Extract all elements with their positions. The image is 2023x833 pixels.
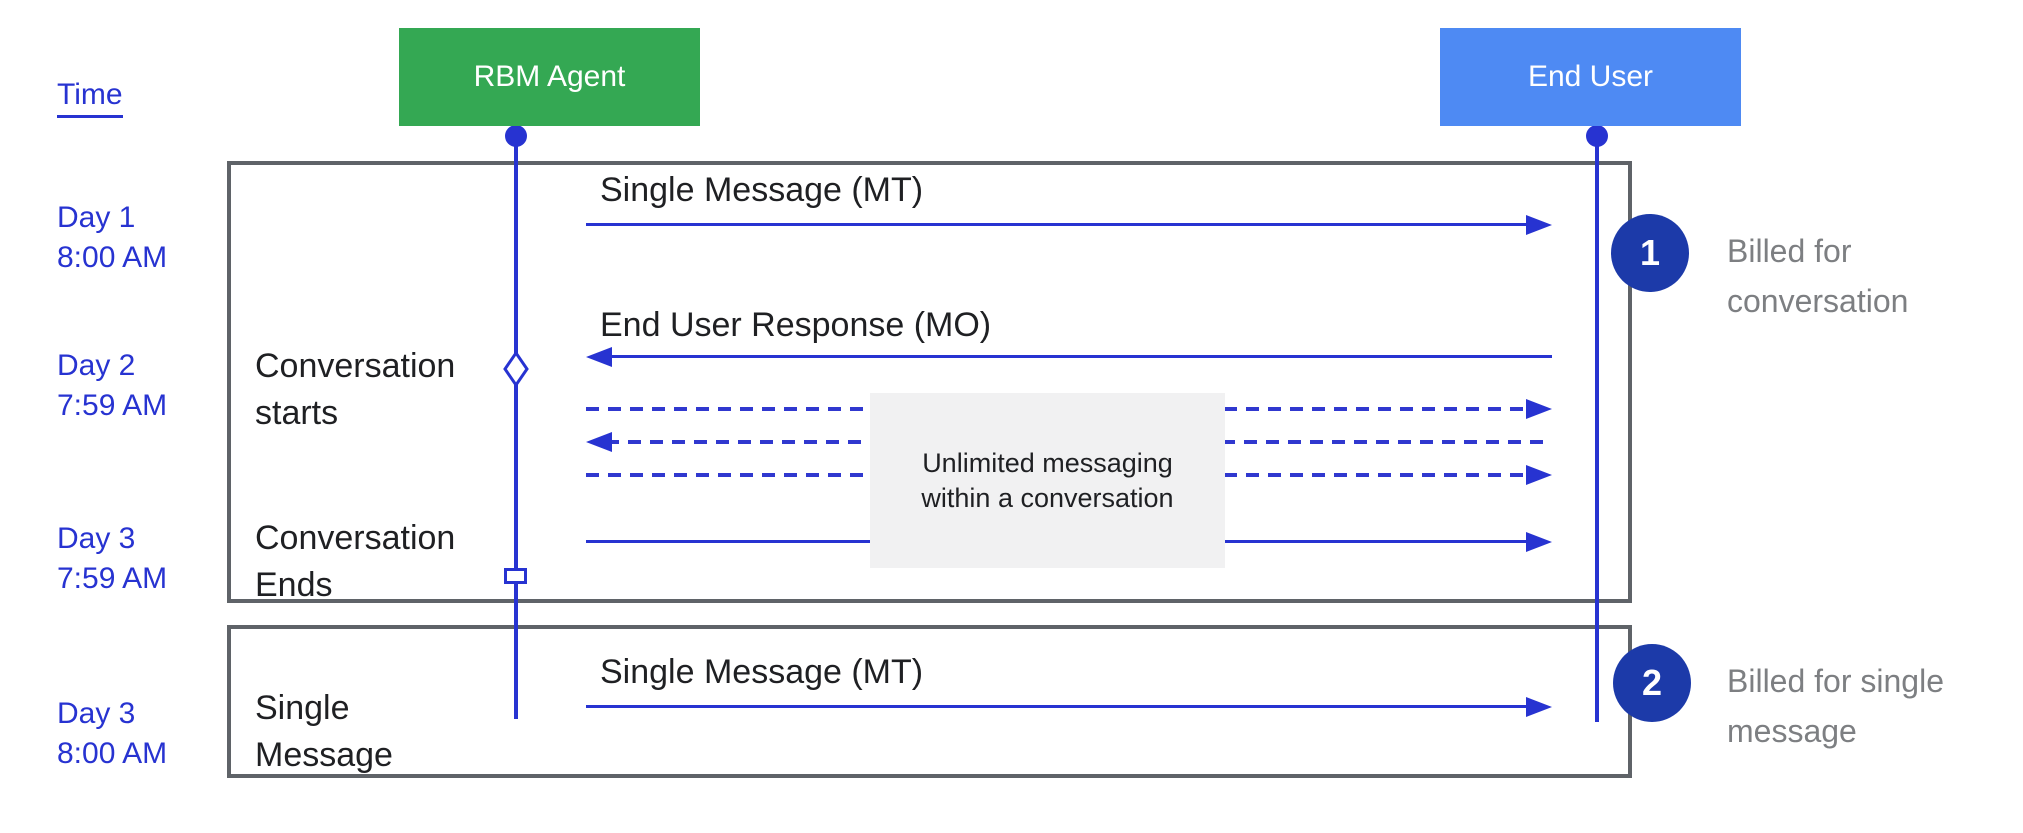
phase-label-line: Conversation bbox=[255, 519, 456, 557]
time-marker-day2: Day 2 7:59 AM bbox=[57, 346, 167, 426]
conversation-ends-label: Conversation Ends bbox=[255, 515, 455, 609]
arrow-head-right-icon bbox=[1526, 532, 1552, 552]
time-marker-time: 7:59 AM bbox=[57, 562, 168, 595]
time-marker-time: 8:00 AM bbox=[57, 737, 168, 770]
end-user-lifeline-dot bbox=[1586, 125, 1608, 147]
time-axis-label: Time bbox=[57, 78, 123, 118]
annotation-line: Billed for bbox=[1727, 233, 1852, 269]
end-user-label: End User bbox=[1527, 60, 1654, 93]
time-marker-time: 8:00 AM bbox=[57, 241, 168, 274]
arrow-shaft bbox=[606, 355, 1552, 358]
arrow-shaft bbox=[586, 705, 1532, 708]
agent-lifeline bbox=[514, 126, 518, 719]
message-arrow-single-mt bbox=[586, 697, 1552, 717]
time-marker-day1: Day 1 8:00 AM bbox=[57, 198, 167, 278]
end-user-actor-box: End User bbox=[1440, 28, 1741, 126]
billed-for-conversation-text: Billed for conversation bbox=[1727, 226, 1908, 326]
annotation-line: message bbox=[1727, 713, 1857, 749]
phase-label-line: Ends bbox=[255, 566, 333, 604]
phase-label-line: starts bbox=[255, 394, 339, 432]
arrow-shaft bbox=[586, 223, 1532, 226]
phase-label-line: Conversation bbox=[255, 347, 456, 385]
arrow-head-right-icon bbox=[1526, 697, 1552, 717]
billed-for-single-message-text: Billed for single message bbox=[1727, 656, 1944, 756]
message-arrow-mt-right bbox=[586, 215, 1552, 235]
agent-lifeline-dot bbox=[505, 125, 527, 147]
phase-label-line: Single bbox=[255, 689, 350, 727]
billing-step-1-badge: 1 bbox=[1611, 214, 1689, 292]
end-user-lifeline bbox=[1595, 125, 1599, 722]
conversation-end-square-icon bbox=[504, 568, 527, 584]
unlimited-messaging-note: Unlimited messaging within a conversatio… bbox=[870, 393, 1225, 568]
annotation-line: Billed for single bbox=[1727, 663, 1944, 699]
arrow-head-left-icon bbox=[586, 432, 612, 452]
conversation-starts-label: Conversation starts bbox=[255, 343, 455, 437]
single-message-mt-label: Single Message (MT) bbox=[600, 171, 924, 209]
time-marker-day: Day 2 bbox=[57, 349, 136, 382]
annotation-line: conversation bbox=[1727, 283, 1909, 319]
time-marker-day: Day 3 bbox=[57, 522, 136, 555]
conversation-billing-frame bbox=[227, 161, 1632, 603]
time-marker-day: Day 3 bbox=[57, 697, 136, 730]
arrow-head-left-icon bbox=[586, 347, 612, 367]
rbm-agent-label: RBM Agent bbox=[473, 60, 626, 93]
arrow-head-right-icon bbox=[1526, 465, 1552, 485]
note-line: within a conversation bbox=[921, 482, 1174, 513]
time-marker-day3-end: Day 3 7:59 AM bbox=[57, 519, 167, 599]
conversation-start-diamond-icon bbox=[503, 350, 529, 388]
single-message-phase-label: Single Message bbox=[255, 685, 393, 779]
phase-label-line: Message bbox=[255, 736, 393, 774]
time-marker-day3-single: Day 3 8:00 AM bbox=[57, 694, 167, 774]
time-marker-time: 7:59 AM bbox=[57, 389, 168, 422]
single-message-mt-label-2: Single Message (MT) bbox=[600, 653, 924, 691]
rbm-agent-actor-box: RBM Agent bbox=[399, 28, 700, 126]
time-marker-day: Day 1 bbox=[57, 201, 136, 234]
arrow-head-right-icon bbox=[1526, 215, 1552, 235]
note-line: Unlimited messaging bbox=[922, 447, 1173, 478]
message-arrow-mo-left bbox=[586, 347, 1552, 367]
end-user-response-mo-label: End User Response (MO) bbox=[600, 306, 992, 344]
billing-step-2-badge: 2 bbox=[1613, 644, 1691, 722]
arrow-head-right-icon bbox=[1526, 399, 1552, 419]
